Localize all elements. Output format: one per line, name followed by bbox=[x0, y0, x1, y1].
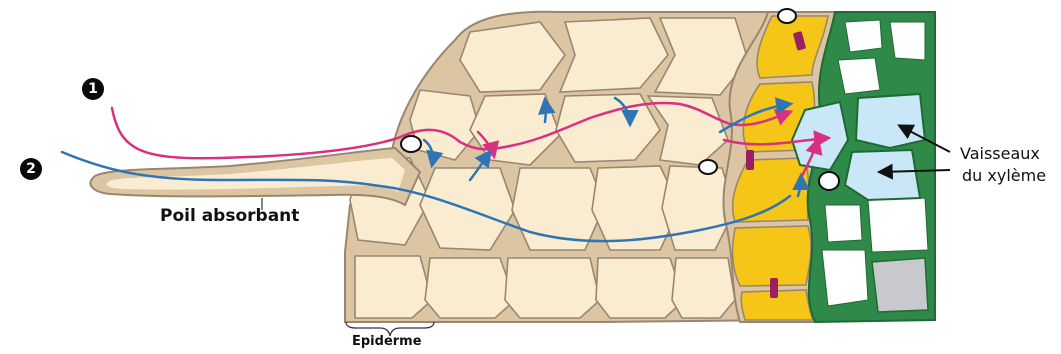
epidermis-label: Epiderme bbox=[352, 334, 422, 349]
pathway-2-number: 2 bbox=[26, 161, 36, 177]
xylem-label-line2: du xylème bbox=[962, 166, 1046, 185]
root-hair-label: Poil absorbant bbox=[160, 206, 299, 226]
pathway-1-number: 1 bbox=[88, 81, 98, 97]
pathway-2-badge: 2 bbox=[20, 158, 42, 180]
grey-cell bbox=[872, 258, 928, 312]
pathway-1-badge: 1 bbox=[82, 78, 104, 100]
xylem-label-line1: Vaisseaux bbox=[960, 144, 1040, 163]
